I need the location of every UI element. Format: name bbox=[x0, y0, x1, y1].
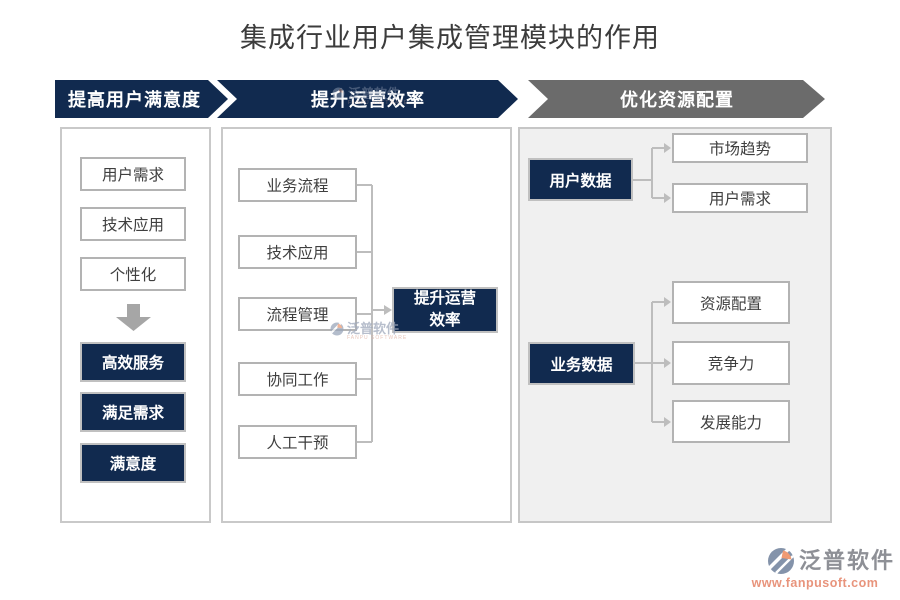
box-efficient-service: 高效服务 bbox=[80, 342, 186, 382]
efficiency-result-line1: 提升运营 bbox=[413, 289, 476, 307]
header-segment-satisfaction: 提高用户满意度 bbox=[68, 90, 201, 110]
box-user-data: 用户数据 bbox=[528, 158, 633, 201]
box-business-process: 业务流程 bbox=[238, 168, 357, 202]
box-process-mgmt: 流程管理 bbox=[238, 297, 357, 331]
header-segment-efficiency: 提升运营效率 bbox=[311, 90, 425, 110]
box-satisfaction: 满意度 bbox=[80, 443, 186, 483]
box-efficiency-result: 提升运营 效率 bbox=[392, 287, 498, 333]
fanpu-logo-icon bbox=[767, 548, 794, 574]
box-competitiveness: 竞争力 bbox=[672, 341, 790, 385]
box-development: 发展能力 bbox=[672, 400, 790, 443]
box-tech-apply: 技术应用 bbox=[80, 207, 186, 241]
box-market-trend: 市场趋势 bbox=[672, 133, 808, 163]
box-business-data: 业务数据 bbox=[528, 342, 635, 385]
box-user-need: 用户需求 bbox=[80, 157, 186, 191]
box-user-demand: 用户需求 bbox=[672, 183, 808, 213]
page-title: 集成行业用户集成管理模块的作用 bbox=[240, 23, 660, 54]
header-segment-resources: 优化资源配置 bbox=[620, 90, 734, 110]
box-manual-intervention: 人工干预 bbox=[238, 425, 357, 459]
box-resource-alloc: 资源配置 bbox=[672, 281, 790, 324]
footer-brand-name: 泛普软件 bbox=[798, 548, 895, 574]
box-meet-need: 满足需求 bbox=[80, 392, 186, 432]
box-personalization: 个性化 bbox=[80, 257, 186, 291]
footer-url: www.fanpusoft.com bbox=[751, 576, 879, 590]
footer-brand-block: 泛普软件 www.fanpusoft.com bbox=[735, 547, 895, 590]
efficiency-result-line2: 效率 bbox=[429, 312, 461, 329]
box-collaboration: 协同工作 bbox=[238, 362, 357, 396]
box-tech-application: 技术应用 bbox=[238, 235, 357, 269]
